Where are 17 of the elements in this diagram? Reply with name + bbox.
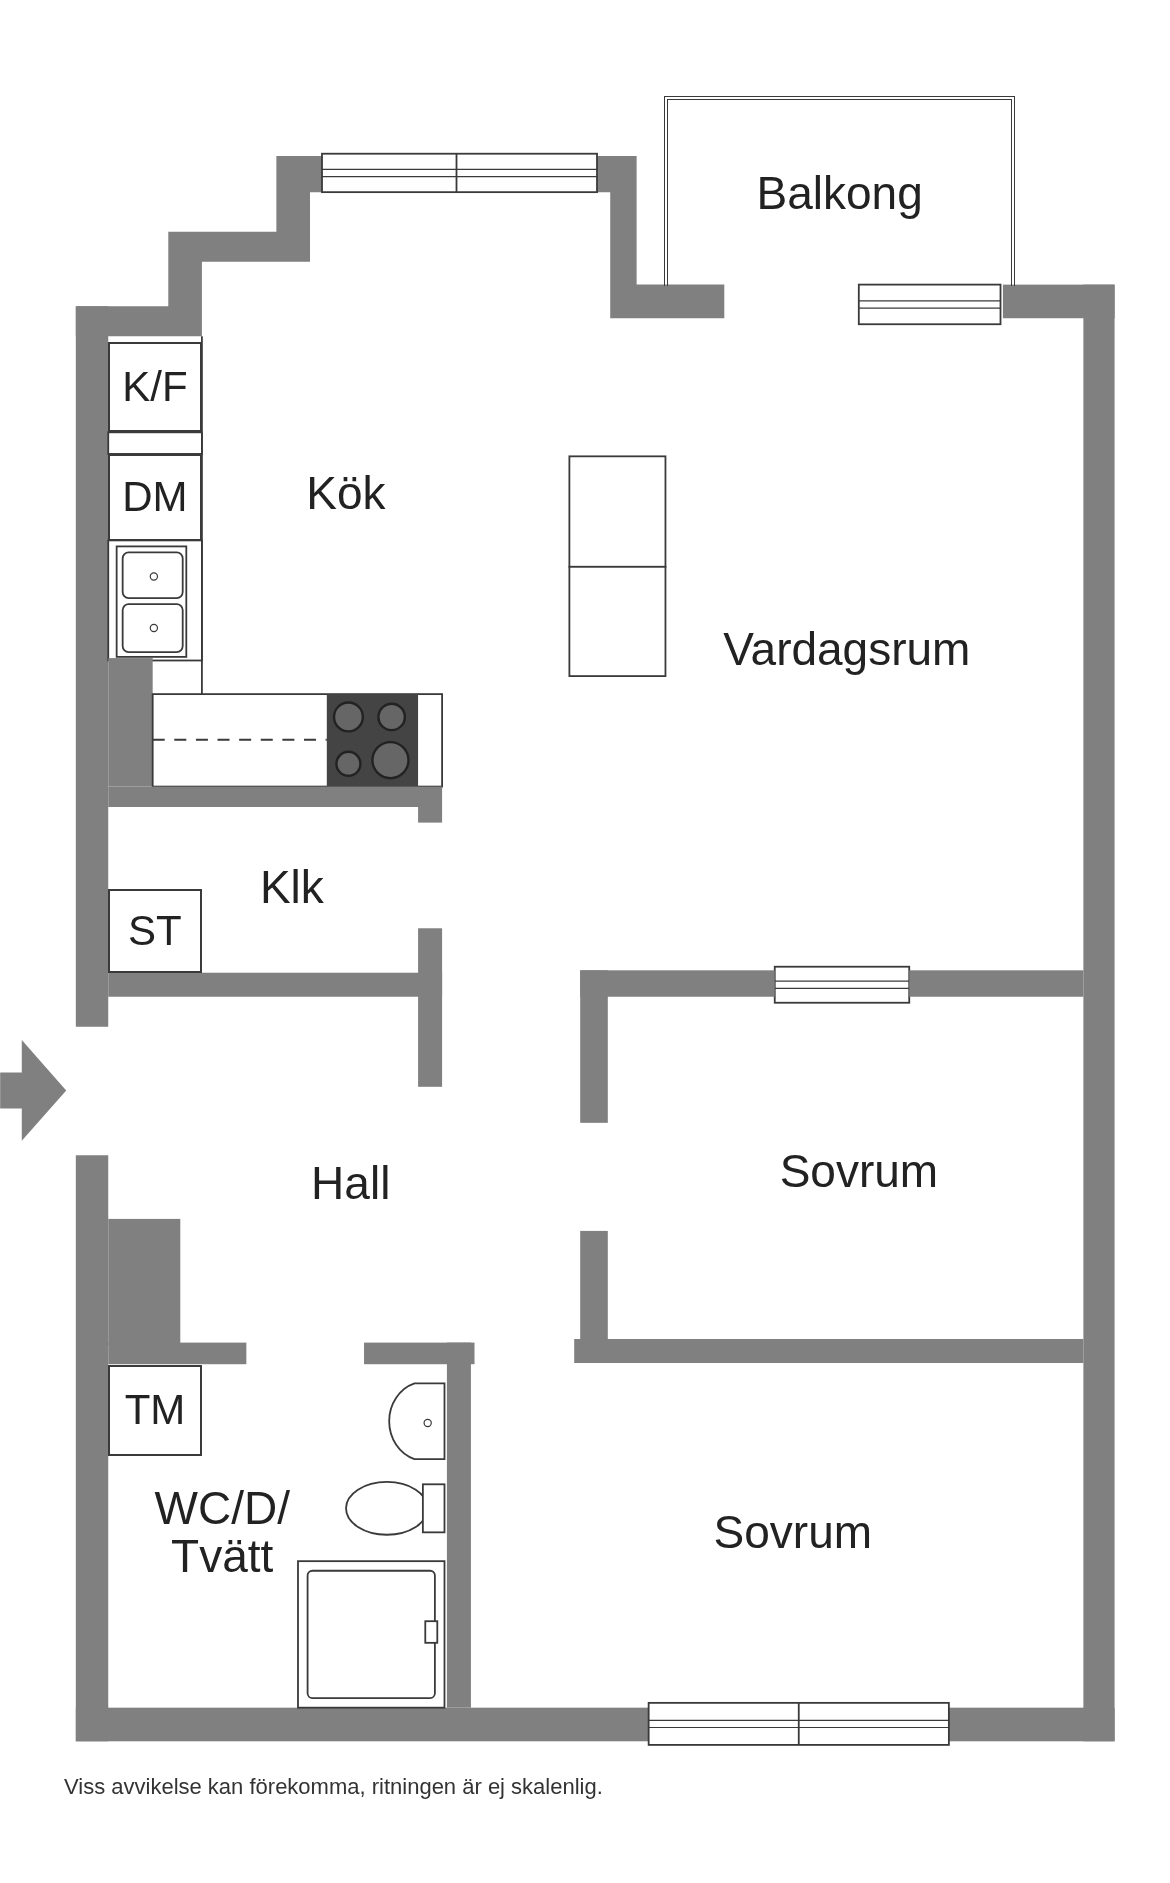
- balcony-box: [664, 96, 1016, 286]
- room-label: Sovrum: [712, 1507, 874, 1556]
- appliance-box: [108, 342, 202, 433]
- disclaimer-caption: Viss avvikelse kan förekomma, ritningen är ej skalenlig.: [64, 1773, 603, 1801]
- appliance-box: [108, 888, 202, 973]
- room-label: Klk: [258, 862, 325, 911]
- appliance-label: TM: [124, 1389, 186, 1432]
- appliance-box: [108, 1364, 202, 1456]
- room-label: Kök: [305, 468, 387, 517]
- room-label: Vardagsrum: [722, 624, 972, 673]
- appliance-box: [108, 454, 202, 541]
- appliance-label: K/F: [122, 366, 188, 409]
- appliance-label: DM: [122, 476, 188, 519]
- room-label: Hall: [310, 1159, 392, 1208]
- room-label: WC/D/ Tvätt: [153, 1483, 291, 1580]
- room-label: Sovrum: [778, 1147, 940, 1196]
- appliance-label: ST: [128, 909, 182, 952]
